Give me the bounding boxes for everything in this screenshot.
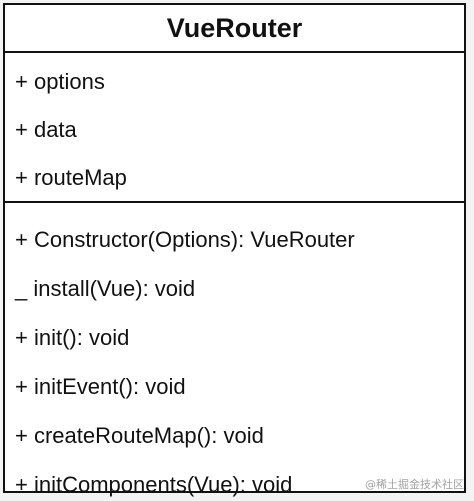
attribute-routemap: + routeMap bbox=[15, 165, 127, 190]
method-init-components: + initComponents(Vue): void bbox=[15, 472, 293, 497]
method-init: + init(): void bbox=[15, 325, 130, 350]
watermark-text: @稀土掘金技术社区 bbox=[365, 478, 464, 491]
methods-section: + Constructor(Options): VueRouter _ inst… bbox=[5, 203, 464, 501]
method-init-event: + initEvent(): void bbox=[15, 374, 186, 399]
uml-class-box: VueRouter + options + data + routeMap + … bbox=[3, 3, 466, 497]
method-create-route-map: + createRouteMap(): void bbox=[15, 423, 264, 448]
method-constructor: + Constructor(Options): VueRouter bbox=[15, 227, 355, 252]
attribute-options: + options bbox=[15, 69, 105, 94]
method-install: _ install(Vue): void bbox=[15, 276, 196, 301]
class-name: VueRouter bbox=[5, 5, 464, 53]
attribute-data: + data bbox=[15, 117, 77, 142]
attributes-section: + options + data + routeMap bbox=[5, 53, 464, 203]
